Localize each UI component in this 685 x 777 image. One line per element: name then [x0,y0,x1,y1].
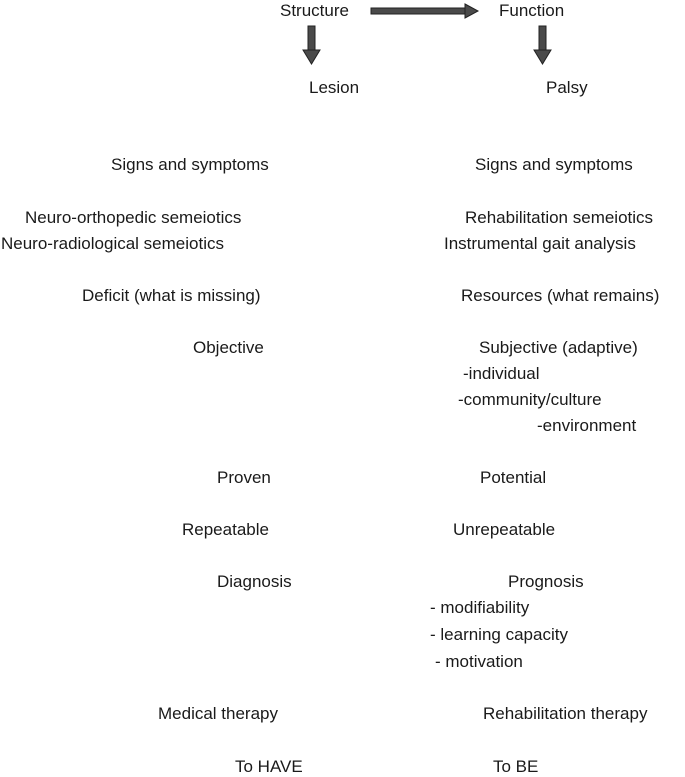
right-semeiotics-2: Instrumental gait analysis [444,234,636,253]
right-semeiotics-1: Rehabilitation semeiotics [465,208,654,227]
left-deficit: Deficit (what is missing) [82,286,261,305]
right-potential: Potential [480,468,547,487]
left-objective: Objective [193,338,264,357]
arrow-structure-to-function [370,3,480,19]
left-medical-therapy: Medical therapy [158,704,279,723]
right-subjective-item-individual: -individual [463,364,540,383]
right-subjective-item-environment: -environment [537,416,637,435]
right-unrepeatable: Unrepeatable [453,520,556,539]
arrow-function-to-palsy [533,25,552,65]
right-signs-and-symptoms: Signs and symptoms [475,155,633,174]
left-diagnosis: Diagnosis [217,572,292,591]
right-prognosis-item-motivation: - motivation [435,652,523,671]
right-to-be: To BE [493,757,539,776]
palsy-label: Palsy [546,78,588,97]
right-prognosis: Prognosis [508,572,584,591]
arrow-structure-to-lesion [302,25,321,65]
left-to-have: To HAVE [235,757,303,776]
left-semeiotics-1: Neuro-orthopedic semeiotics [25,208,242,227]
arrows-layer [302,3,552,65]
structure-label: Structure [280,1,349,20]
right-prognosis-item-learning: - learning capacity [430,625,568,644]
right-rehabilitation-therapy: Rehabilitation therapy [483,704,648,723]
right-prognosis-item-modifiability: - modifiability [430,598,530,617]
right-resources: Resources (what remains) [461,286,660,305]
function-label: Function [499,1,565,20]
left-signs-and-symptoms: Signs and symptoms [111,155,269,174]
left-repeatable: Repeatable [182,520,269,539]
left-proven: Proven [217,468,271,487]
left-semeiotics-2: Neuro-radiological semeiotics [1,234,224,253]
right-subjective-item-community: -community/culture [458,390,602,409]
lesion-label: Lesion [309,78,360,97]
right-subjective: Subjective (adaptive) [479,338,638,357]
